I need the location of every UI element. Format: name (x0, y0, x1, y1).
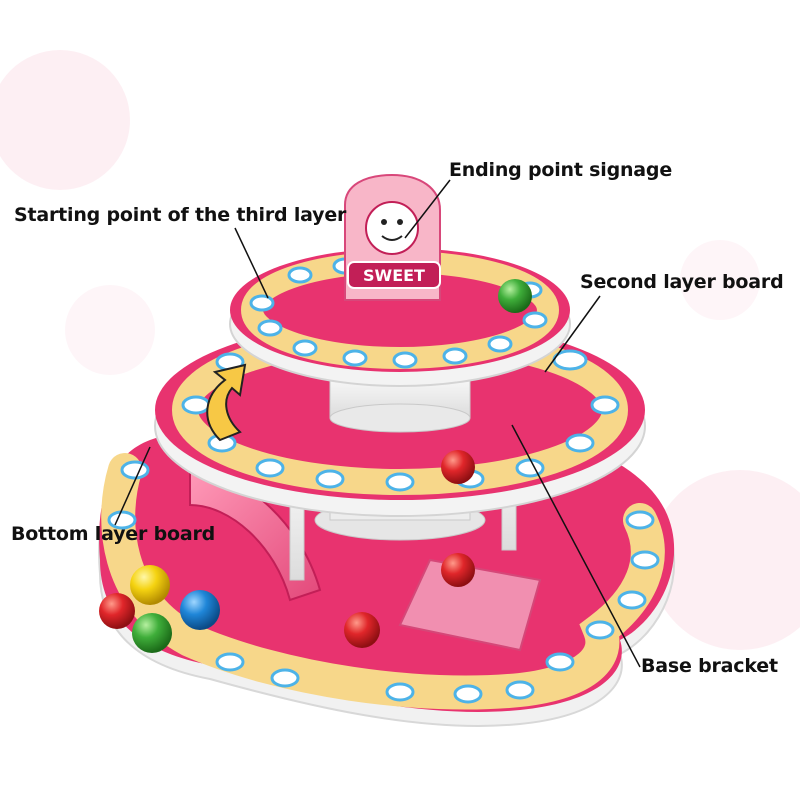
ball-blue (180, 590, 220, 630)
ball-red-bottom (344, 612, 380, 648)
ball-green (132, 613, 172, 653)
callout-lines (114, 179, 641, 668)
line-ending-point (404, 179, 451, 239)
ball-red-middle (441, 450, 475, 484)
ball-green-top (498, 279, 532, 313)
bottom-slide-chute (398, 558, 542, 652)
ball-red (99, 593, 135, 629)
up-arrow-icon (206, 363, 247, 442)
callout-bottom-layer-board: Bottom layer board (11, 523, 216, 545)
callout-ending-point-signage: Ending point signage (449, 159, 673, 181)
line-base-bracket (511, 424, 641, 668)
third-track-holes (249, 257, 548, 369)
ball-red-chute (441, 553, 475, 587)
line-bottom-layer (114, 446, 151, 526)
line-starting-third (234, 227, 269, 299)
game-balls (99, 279, 532, 653)
third-layer-board (229, 248, 571, 387)
callout-second-layer-board: Second layer board (580, 271, 784, 293)
ending-point-signage: SWEET (344, 173, 441, 301)
callout-base-bracket: Base bracket (641, 655, 778, 677)
sign-label: SWEET (363, 266, 425, 285)
background-decoration (0, 50, 800, 650)
bottom-track-holes (107, 460, 660, 704)
ball-yellow (130, 565, 170, 605)
callout-starting-point-third-layer: Starting point of the third layer (14, 204, 347, 226)
line-second-layer (544, 295, 601, 373)
